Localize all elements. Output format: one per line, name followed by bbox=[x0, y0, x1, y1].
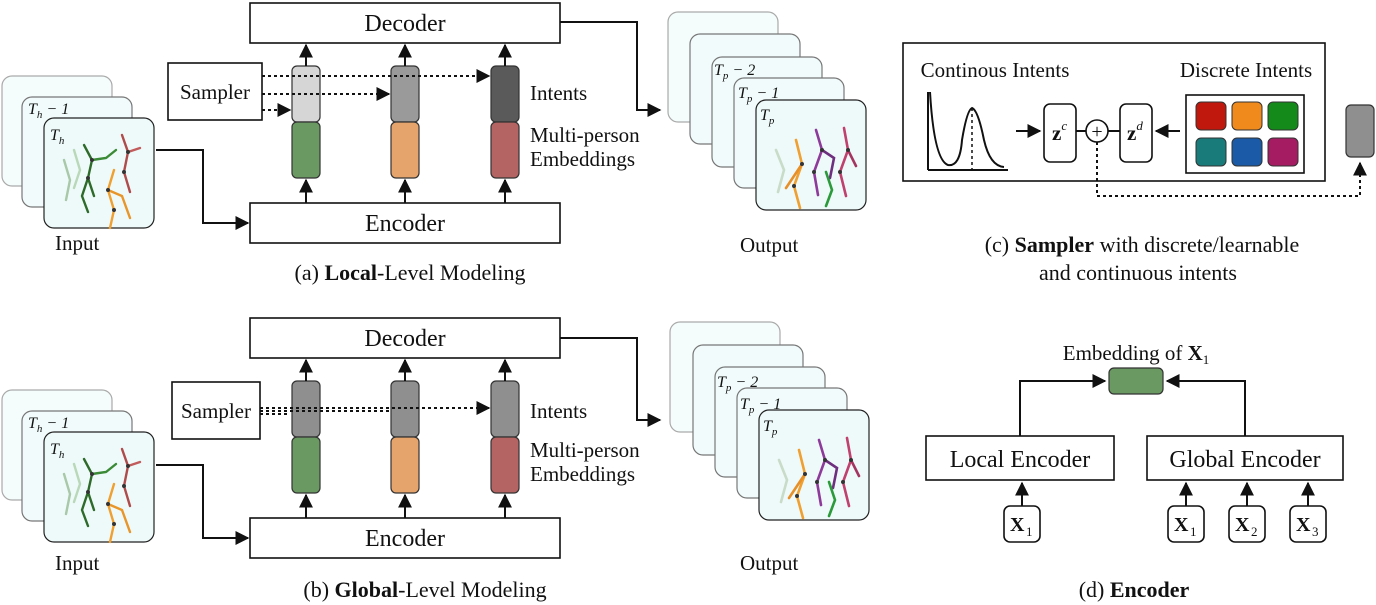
discrete-intent-swatch bbox=[1195, 101, 1227, 131]
caption-d: (d) Encoder bbox=[1079, 577, 1190, 602]
intent-column-b2 bbox=[390, 380, 420, 494]
caption-c-line1: (c) Sampler with discrete/learnable bbox=[985, 232, 1300, 257]
input-frames-b: Th − 1 Th bbox=[1, 389, 155, 544]
input-label-b: Input bbox=[55, 551, 99, 575]
decoder-box-b bbox=[249, 317, 561, 359]
svg-text:3: 3 bbox=[1312, 524, 1319, 539]
decoder-label: Decoder bbox=[364, 11, 445, 37]
input-x1-global: X 1 bbox=[1167, 505, 1205, 543]
plus-symbol: + bbox=[1091, 121, 1102, 143]
intent-column-3 bbox=[490, 65, 520, 179]
sampler-box-b bbox=[171, 381, 261, 440]
continuous-intents-label: Continous Intents bbox=[921, 58, 1070, 82]
zd-box bbox=[1119, 103, 1153, 163]
output-label-b: Output bbox=[740, 551, 799, 575]
sampler-label-b: Sampler bbox=[181, 399, 251, 423]
intent-column-b3 bbox=[490, 380, 520, 494]
input-x1-local: X 1 bbox=[1003, 505, 1041, 543]
zd-label: zd bbox=[1127, 118, 1143, 145]
encoder-label: Encoder bbox=[365, 211, 445, 237]
embeddings-label-b2: Embeddings bbox=[530, 462, 635, 486]
discrete-intent-swatch bbox=[1267, 137, 1299, 167]
input-frames: Th − 1 Th bbox=[1, 75, 155, 230]
input-label: Input bbox=[55, 231, 99, 255]
caption-a: (a) Local-Level Modeling bbox=[295, 260, 526, 285]
sampler-box bbox=[167, 62, 263, 121]
caption-b: (b) Global-Level Modeling bbox=[303, 577, 546, 602]
global-encoder-box bbox=[1146, 435, 1344, 481]
global-encoder-label: Global Encoder bbox=[1169, 447, 1320, 473]
svg-text:X: X bbox=[1296, 514, 1311, 536]
discrete-intents-label: Discrete Intents bbox=[1180, 58, 1312, 82]
zc-label: zc bbox=[1052, 118, 1067, 145]
output-label: Output bbox=[740, 233, 799, 257]
sampled-intent-block bbox=[1345, 104, 1375, 158]
intent-column-b1 bbox=[291, 380, 321, 494]
discrete-intent-swatch bbox=[1231, 137, 1263, 167]
intents-label-b: Intents bbox=[530, 399, 587, 423]
svg-text:1: 1 bbox=[1190, 524, 1197, 539]
sampler-label: Sampler bbox=[180, 80, 250, 104]
embeddings-label-b1: Multi-person bbox=[530, 438, 640, 462]
caption-c-line2: and continuous intents bbox=[1039, 260, 1237, 285]
panel-c-sampler: Continous Intents Discrete Intents zc + … bbox=[902, 42, 1375, 285]
intent-column-1 bbox=[291, 65, 321, 179]
svg-text:X: X bbox=[1235, 514, 1250, 536]
panel-a-local-level: Th − 1 Th Input Decoder Encoder Sampler bbox=[1, 2, 867, 285]
panel-d-encoder: Embedding of X1 Local Encoder Global Enc… bbox=[925, 341, 1344, 602]
discrete-intent-swatch bbox=[1231, 101, 1263, 131]
embedding-label: Embedding of X1 bbox=[1063, 341, 1209, 367]
embeddings-label-2: Embeddings bbox=[530, 147, 635, 171]
panel-b-global-level: Th − 1 Th Input Decoder Encoder Sampler bbox=[1, 317, 870, 602]
local-encoder-label: Local Encoder bbox=[950, 447, 1091, 473]
svg-text:X: X bbox=[1174, 514, 1189, 536]
embedding-block bbox=[1108, 367, 1164, 395]
discrete-intent-swatch bbox=[1195, 137, 1227, 167]
encoder-label-b: Encoder bbox=[365, 526, 445, 552]
distribution-plot bbox=[927, 91, 1008, 171]
intent-column-2 bbox=[390, 65, 420, 179]
embeddings-label-1: Multi-person bbox=[530, 123, 640, 147]
output-frames-b: Tp − 2 Tp − 1 Tp bbox=[669, 321, 870, 521]
encoder-box-b bbox=[249, 517, 561, 559]
local-encoder-box bbox=[925, 435, 1115, 481]
decoder-label-b: Decoder bbox=[364, 326, 445, 352]
input-x3-global: X 3 bbox=[1289, 505, 1327, 543]
discrete-intent-swatch bbox=[1267, 101, 1299, 131]
input-x2-global: X 2 bbox=[1228, 505, 1266, 543]
discrete-palette bbox=[1195, 101, 1299, 167]
svg-text:1: 1 bbox=[1026, 524, 1033, 539]
output-frames: Tp − 2 Tp − 1 Tp bbox=[667, 11, 867, 211]
intents-label: Intents bbox=[530, 81, 587, 105]
svg-text:2: 2 bbox=[1251, 524, 1258, 539]
zc-box bbox=[1043, 103, 1077, 163]
svg-text:X: X bbox=[1010, 514, 1025, 536]
